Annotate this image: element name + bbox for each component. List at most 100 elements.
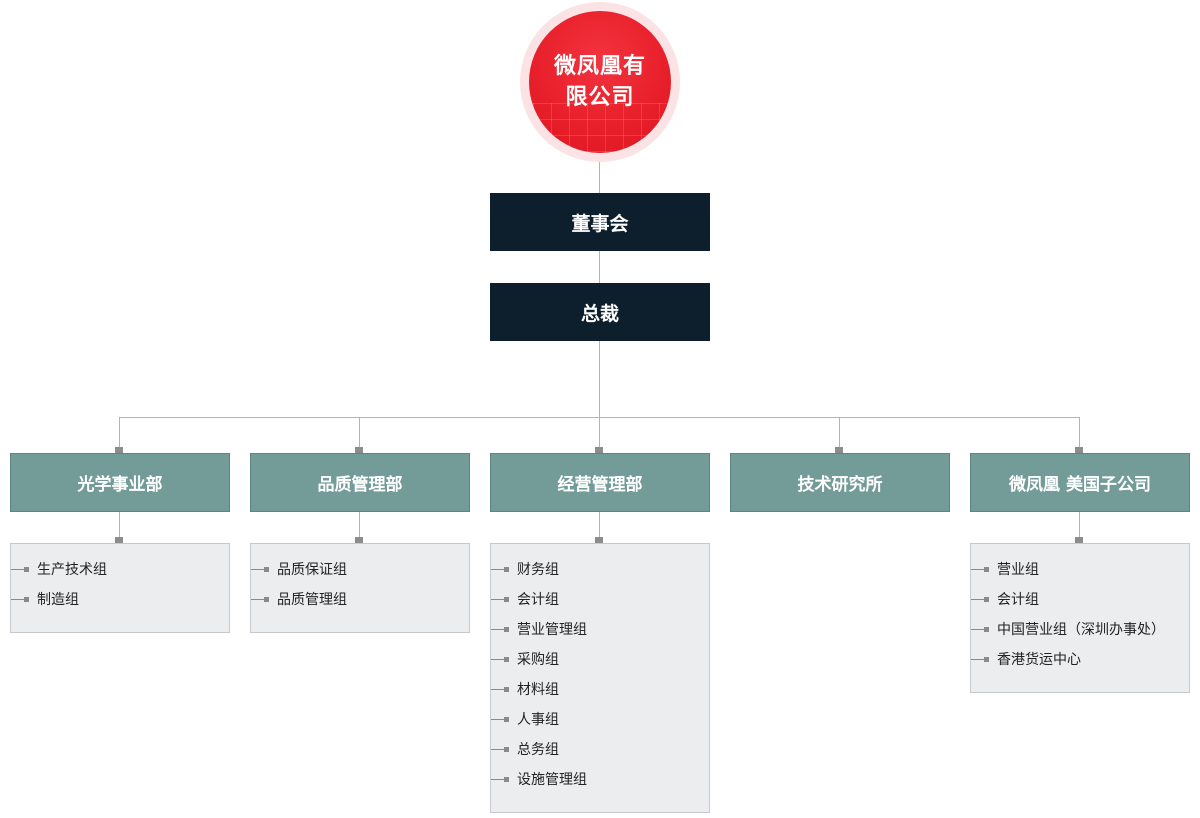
group-tick: [491, 598, 504, 600]
bullet-square-icon: [24, 566, 29, 572]
group-item: 会计组: [971, 589, 1039, 609]
president-node: 总裁: [490, 283, 710, 341]
group-item: 设施管理组: [491, 769, 587, 789]
group-label: 生产技术组: [37, 562, 107, 578]
department-label: 品质管理部: [317, 475, 403, 495]
board-node: 董事会: [490, 193, 710, 251]
group-item: 营业组: [971, 559, 1039, 579]
bullet-square-icon: [984, 656, 989, 662]
group-label: 设施管理组: [517, 772, 587, 788]
dept-drop-line: [119, 417, 120, 453]
bullet-square-icon: [984, 626, 989, 632]
group-tick: [491, 748, 504, 750]
root-label-line1: 微凤凰有: [553, 54, 646, 79]
group-item: 人事组: [491, 709, 559, 729]
group-tick: [491, 688, 504, 690]
group-item: 品质管理组: [251, 589, 347, 609]
bullet-square-icon: [24, 596, 29, 602]
bullet-square-icon: [264, 566, 269, 572]
department-node: 品质管理部: [250, 453, 470, 512]
group-tick: [971, 598, 984, 600]
group-label: 总务组: [517, 742, 559, 758]
group-drop-line: [359, 512, 360, 543]
group-item: 香港货运中心: [971, 649, 1081, 669]
bullet-square-icon: [984, 596, 989, 602]
group-item: 营业管理组: [491, 619, 587, 639]
group-item: 材料组: [491, 679, 559, 699]
group-label: 品质保证组: [277, 562, 347, 578]
group-tick: [251, 568, 264, 570]
group-label: 香港货运中心: [997, 652, 1081, 668]
president-label: 总裁: [580, 302, 619, 325]
group-tick: [491, 628, 504, 630]
group-label: 营业管理组: [517, 622, 587, 638]
group-item: 中国营业组（深圳办事处）: [971, 619, 1165, 639]
group-tick: [491, 778, 504, 780]
department-node: 技术研究所: [730, 453, 950, 512]
root-node: 微凤凰有 限公司: [529, 11, 671, 153]
group-label: 营业组: [997, 562, 1039, 578]
connector-president-branch: [599, 341, 600, 417]
group-label: 会计组: [997, 592, 1039, 608]
group-item: 品质保证组: [251, 559, 347, 579]
group-connector-dot: [595, 537, 603, 544]
group-panel: 生产技术组制造组: [10, 543, 230, 633]
department-label: 光学事业部: [77, 475, 163, 495]
group-item: 制造组: [11, 589, 79, 609]
group-label: 品质管理组: [277, 592, 347, 608]
dept-connector-dot: [595, 447, 603, 454]
connector-root-board: [599, 153, 600, 193]
group-label: 人事组: [517, 712, 559, 728]
bullet-square-icon: [264, 596, 269, 602]
group-tick: [491, 718, 504, 720]
bullet-square-icon: [504, 626, 509, 632]
bullet-square-icon: [504, 596, 509, 602]
connector-board-president: [599, 251, 600, 283]
group-tick: [251, 598, 264, 600]
department-node: 微凤凰 美国子公司: [970, 453, 1190, 512]
bullet-square-icon: [984, 566, 989, 572]
group-connector-dot: [355, 537, 363, 544]
group-panel: 营业组会计组 中国营业组（深圳办事处） 香港货运中心: [970, 543, 1190, 693]
department-label: 技术研究所: [797, 475, 883, 495]
group-tick: [491, 658, 504, 660]
group-label: 制造组: [37, 592, 79, 608]
board-label: 董事会: [571, 212, 629, 235]
dept-drop-line: [839, 417, 840, 453]
group-item: 财务组: [491, 559, 559, 579]
department-label: 微凤凰 美国子公司: [1009, 475, 1151, 495]
bullet-square-icon: [504, 746, 509, 752]
root-node-label: 微凤凰有 限公司: [529, 51, 671, 113]
group-connector-dot: [115, 537, 123, 544]
group-label: 财务组: [517, 562, 559, 578]
group-connector-dot: [1075, 537, 1083, 544]
group-item: 总务组: [491, 739, 559, 759]
group-tick: [491, 568, 504, 570]
bullet-square-icon: [504, 776, 509, 782]
department-node: 经营管理部: [490, 453, 710, 512]
dept-connector-dot: [1075, 447, 1083, 454]
department-label: 经营管理部: [557, 475, 643, 495]
group-tick: [971, 568, 984, 570]
bullet-square-icon: [504, 686, 509, 692]
group-panel: 品质保证组品质管理组: [250, 543, 470, 633]
group-panel: 财务组会计组营业管理组采购组材料组人事组总务组设施管理组: [490, 543, 710, 813]
dept-drop-line: [599, 417, 600, 453]
bullet-square-icon: [504, 566, 509, 572]
department-node: 光学事业部: [10, 453, 230, 512]
group-tick: [971, 658, 984, 660]
dept-connector-dot: [835, 447, 843, 454]
group-drop-line: [1079, 512, 1080, 543]
group-drop-line: [599, 512, 600, 543]
group-label: 中国营业组（深圳办事处）: [997, 622, 1165, 638]
group-tick: [971, 628, 984, 630]
dept-connector-dot: [355, 447, 363, 454]
dept-connector-dot: [115, 447, 123, 454]
group-tick: [11, 598, 24, 600]
bullet-square-icon: [504, 656, 509, 662]
group-label: 会计组: [517, 592, 559, 608]
root-label-line2: 限公司: [565, 85, 635, 110]
bullet-square-icon: [504, 716, 509, 722]
dept-drop-line: [359, 417, 360, 453]
dept-drop-line: [1079, 417, 1080, 453]
